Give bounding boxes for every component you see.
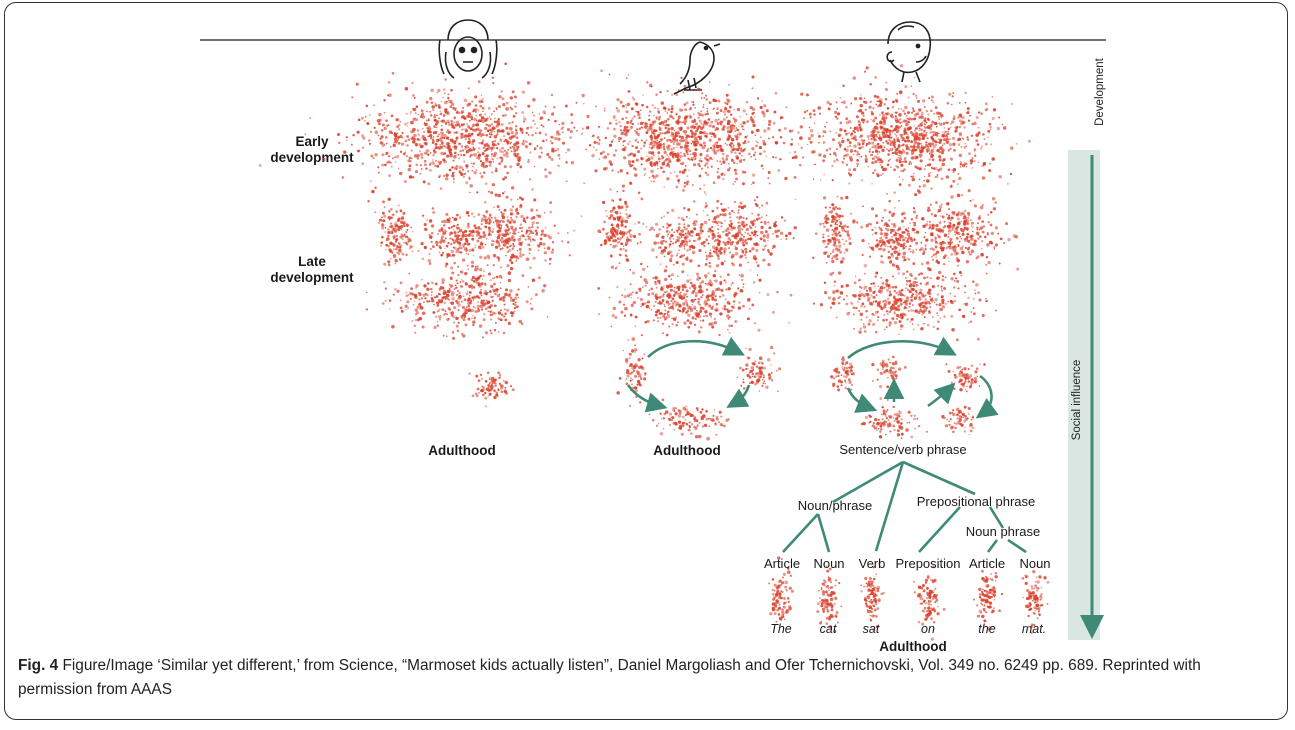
vocal-clouds xyxy=(258,62,1050,641)
word-class-article-2: Article xyxy=(969,556,1005,571)
late-label-line2: development xyxy=(270,270,354,285)
infant-late-cloud-3 xyxy=(882,184,1020,281)
bird-late-cloud-3 xyxy=(680,180,797,293)
caption-text: Figure/Image ‘Similar yet different,’ fr… xyxy=(18,657,1201,698)
word-class-noun-1: Noun xyxy=(813,556,844,571)
bird-adult-cloud-3 xyxy=(648,398,730,441)
syntax-tree-lines xyxy=(782,460,1027,554)
figure-caption: Fig. 4 Figure/Image ‘Similar yet differe… xyxy=(18,654,1273,702)
word-sat: sat xyxy=(863,622,880,636)
infant-late-cloud-4 xyxy=(812,251,997,343)
word-cloud-1 xyxy=(816,565,843,633)
noun-phrase-2-label: Noun phrase xyxy=(966,524,1040,539)
infant-adult-cloud-1 xyxy=(830,356,855,392)
noun-phrase-label: Noun/phrase xyxy=(798,498,872,513)
marmoset-late-cloud-1 xyxy=(374,180,414,267)
word-class-preposition: Preposition xyxy=(895,556,960,571)
word-class-noun-2: Noun xyxy=(1019,556,1050,571)
infant-adult-cloud-2 xyxy=(871,355,907,389)
early-label-line2: development xyxy=(270,150,354,165)
late-label-line1: Late xyxy=(298,254,326,269)
caption-label: Fig. 4 xyxy=(18,657,59,674)
word-cloud-4 xyxy=(972,562,1004,631)
infant-adult-cloud-5 xyxy=(941,405,975,436)
word-cat: cat xyxy=(820,622,837,636)
infant-late-cloud-2 xyxy=(846,205,940,275)
early-label-line1: Early xyxy=(295,134,329,149)
infant-late-cloud-1 xyxy=(812,179,859,277)
marmoset-adult-cloud xyxy=(468,371,515,408)
word-cloud-3 xyxy=(912,565,946,641)
word-class-article-1: Article xyxy=(764,556,800,571)
adulthood-label-bird: Adulthood xyxy=(653,443,720,458)
bird-icon xyxy=(673,41,721,95)
infant-adult-cloud-3 xyxy=(945,363,986,393)
bird-late-cloud-4 xyxy=(597,259,793,337)
marmoset-late-cloud-4 xyxy=(365,247,555,340)
marmoset-late-cloud-2 xyxy=(411,207,489,274)
development-label: Development xyxy=(1094,57,1106,126)
prepositional-phrase-label: Prepositional phrase xyxy=(917,494,1036,509)
bird-adult-cloud-2 xyxy=(736,345,782,395)
infant-adult-cloud-4 xyxy=(860,397,928,440)
marmoset-icon xyxy=(438,19,498,79)
marmoset-early-cloud xyxy=(258,62,622,203)
bird-early-cloud xyxy=(550,69,815,213)
adulthood-label-human: Adulthood xyxy=(879,639,946,654)
social-influence-label: Social influence xyxy=(1071,360,1083,441)
social-influence-bar xyxy=(1068,150,1100,640)
infant-icon xyxy=(886,21,932,83)
infant-early-cloud xyxy=(742,64,1031,214)
word-the: The xyxy=(770,622,792,636)
word-cloud-5 xyxy=(1021,565,1050,635)
word-the-2: the xyxy=(978,622,995,636)
word-on: on xyxy=(921,622,935,636)
infant-cycle-arrows xyxy=(846,336,999,419)
adulthood-label-marmoset: Adulthood xyxy=(428,443,495,458)
sentence-label: Sentence/verb phrase xyxy=(839,442,966,457)
word-class-verb: Verb xyxy=(859,556,886,571)
marmoset-late-cloud-3 xyxy=(446,183,583,286)
word-cloud-2 xyxy=(860,561,885,631)
bird-late-cloud-1 xyxy=(597,189,641,271)
word-mat: mat. xyxy=(1022,622,1046,636)
word-cloud-0 xyxy=(768,556,794,623)
bird-cycle-arrows xyxy=(626,336,751,413)
